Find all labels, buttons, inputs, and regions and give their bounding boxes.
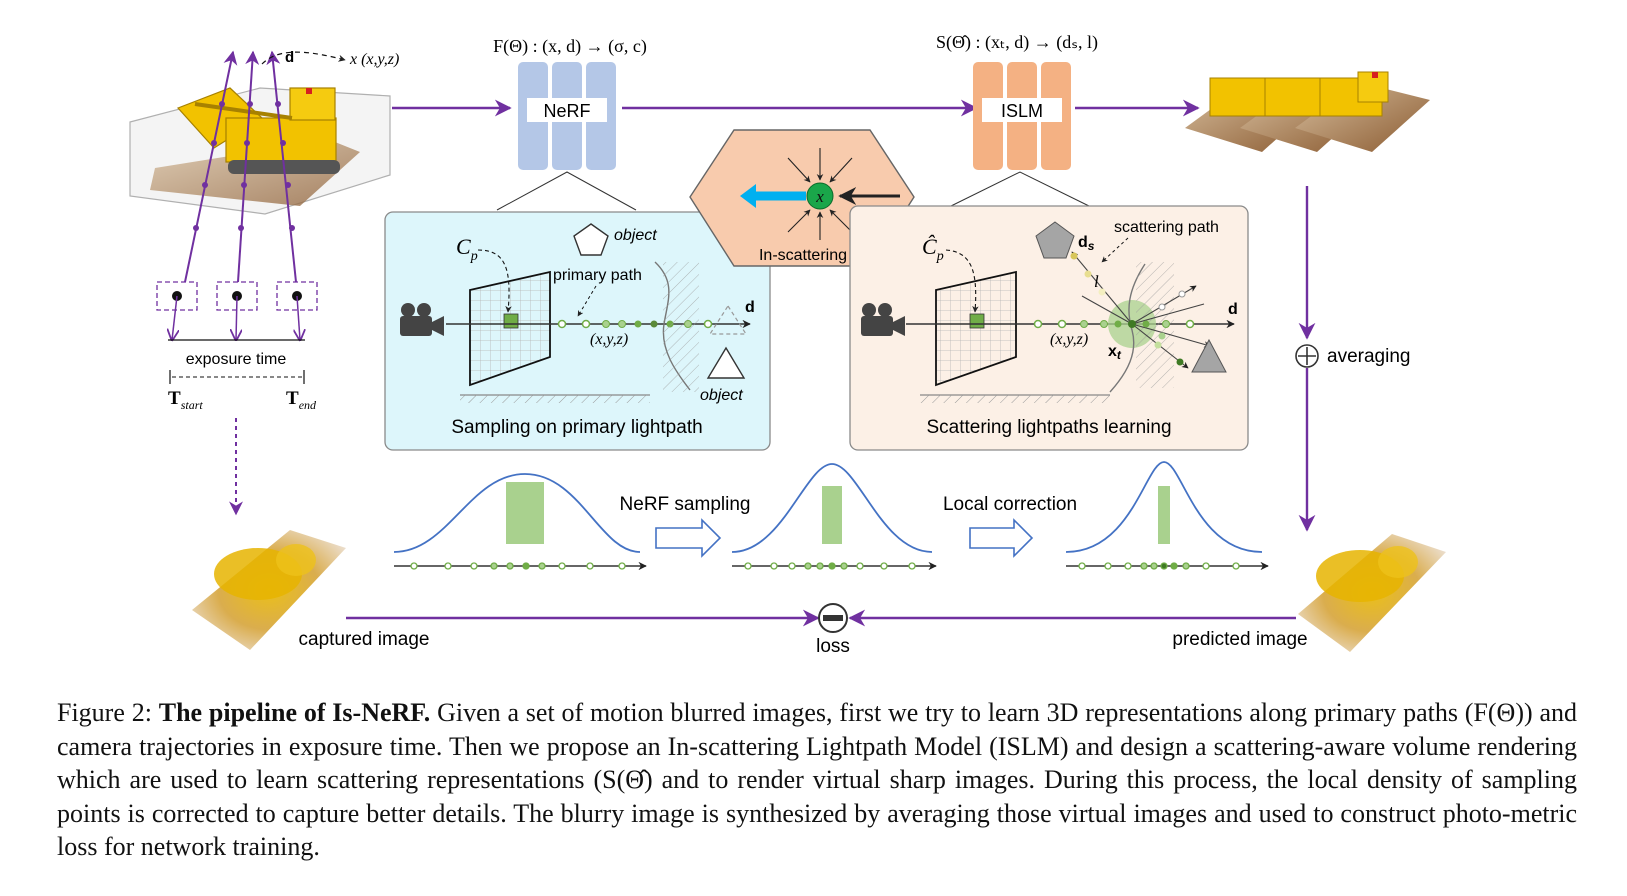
cp-pointer-arrow: [477, 249, 512, 313]
scene-direction-label: d: [285, 49, 294, 66]
nerf-sampling-arrow: [655, 518, 722, 558]
distribution-2: [731, 463, 937, 571]
scattering-path-label: scattering path: [1114, 219, 1219, 236]
loss-label: loss: [816, 636, 850, 657]
islm-callout-lines: [950, 171, 1090, 207]
islm-formula: S(Θ̂) : (xₜ, d) → (dₛ, l): [936, 32, 1098, 53]
nerf-sampling-label: NeRF sampling: [620, 494, 751, 515]
camera-rays: [184, 50, 297, 283]
point-pointer-arrow: [261, 51, 346, 65]
pipeline-figure: d x (x,y,z) exposure time Tstart Tend F(…: [129, 32, 1446, 657]
scatter-pentagon-icon: [1035, 221, 1075, 259]
camera-down-arrows: [172, 295, 300, 340]
scene-point-label: x (x,y,z): [349, 51, 399, 68]
predicted-image: [1298, 534, 1446, 652]
islm-block: [973, 62, 1071, 170]
in-scattering-label: In-scattering: [759, 247, 847, 264]
nerf-block: [518, 62, 616, 170]
ds-label: ds: [1078, 234, 1095, 253]
t-end-label: Tend: [286, 388, 317, 412]
primary-panel-title: Sampling on primary lightpath: [451, 417, 702, 438]
primary-d-label: d: [745, 299, 755, 316]
loss-minus-icon: [818, 603, 848, 633]
primary-xyz-label: (x,y,z): [590, 331, 628, 348]
primary-image-plane: [469, 270, 551, 387]
cp-hat-pointer-arrow: [945, 249, 979, 313]
captured-image: [192, 530, 346, 650]
scatter-point-icon: [806, 182, 834, 210]
primary-surface-hatch: [663, 262, 699, 392]
primary-cp-label: Cp: [456, 234, 478, 264]
nerf-label: NeRF: [543, 101, 590, 121]
l-label: l: [1094, 272, 1099, 291]
scatter-pixel: [969, 313, 985, 329]
t-start-label: Tstart: [168, 388, 203, 412]
local-correction-label: Local correction: [943, 494, 1077, 515]
distribution-1: [393, 473, 647, 571]
ray-sample-points: [193, 101, 295, 231]
exposure-time-label: exposure time: [186, 351, 287, 368]
primary-pixel: [503, 313, 519, 329]
pentagon-object-icon: [573, 223, 609, 256]
scatter-camera-icon: [861, 303, 905, 336]
scatter-surface-curve: [1109, 263, 1146, 393]
caption-body: Given a set of motion blurred images, fi…: [57, 698, 1577, 861]
incoming-scatter-arrows: [787, 148, 853, 240]
distribution-3: [1065, 461, 1269, 571]
captured-image-label: captured image: [299, 629, 430, 650]
figure-caption: Figure 2: The pipeline of Is-NeRF. Given…: [57, 696, 1577, 864]
dashed-triangle-icon: [708, 304, 748, 335]
scatter-triangle-icon: [1191, 338, 1227, 373]
xt-label: xt: [1108, 343, 1122, 362]
primary-path-label: primary path: [553, 267, 642, 284]
primary-object-bottom-label: object: [700, 387, 743, 404]
primary-object-top-label: object: [614, 227, 657, 244]
nerf-callout-lines: [496, 171, 637, 211]
averaging-label: averaging: [1327, 346, 1410, 367]
primary-camera-icon: [400, 303, 444, 336]
scatter-cp-label: Ĉp: [922, 234, 944, 264]
scatter-d-label: d: [1228, 301, 1238, 318]
averaging-plus-icon: [1295, 344, 1319, 368]
scatter-xyz-label: (x,y,z): [1050, 331, 1088, 348]
triangle-object-icon: [706, 346, 746, 379]
scatter-sample-points: [1033, 252, 1195, 366]
scatter-point-label: x: [815, 187, 824, 206]
local-correction-arrow: [969, 518, 1034, 558]
scene-bounding-box: [129, 87, 391, 215]
caption-prefix: Figure 2:: [57, 698, 159, 727]
scatter-panel-title: Scattering lightpaths learning: [926, 417, 1171, 438]
predicted-image-label: predicted image: [1172, 629, 1307, 650]
caption-title: The pipeline of Is-NeRF.: [158, 698, 431, 727]
rendered-images-stack: [1185, 71, 1430, 152]
islm-label: ISLM: [1001, 101, 1043, 121]
nerf-formula: F(Θ) : (x, d) → (σ, c): [493, 36, 647, 57]
scatter-image-plane: [935, 270, 1017, 387]
